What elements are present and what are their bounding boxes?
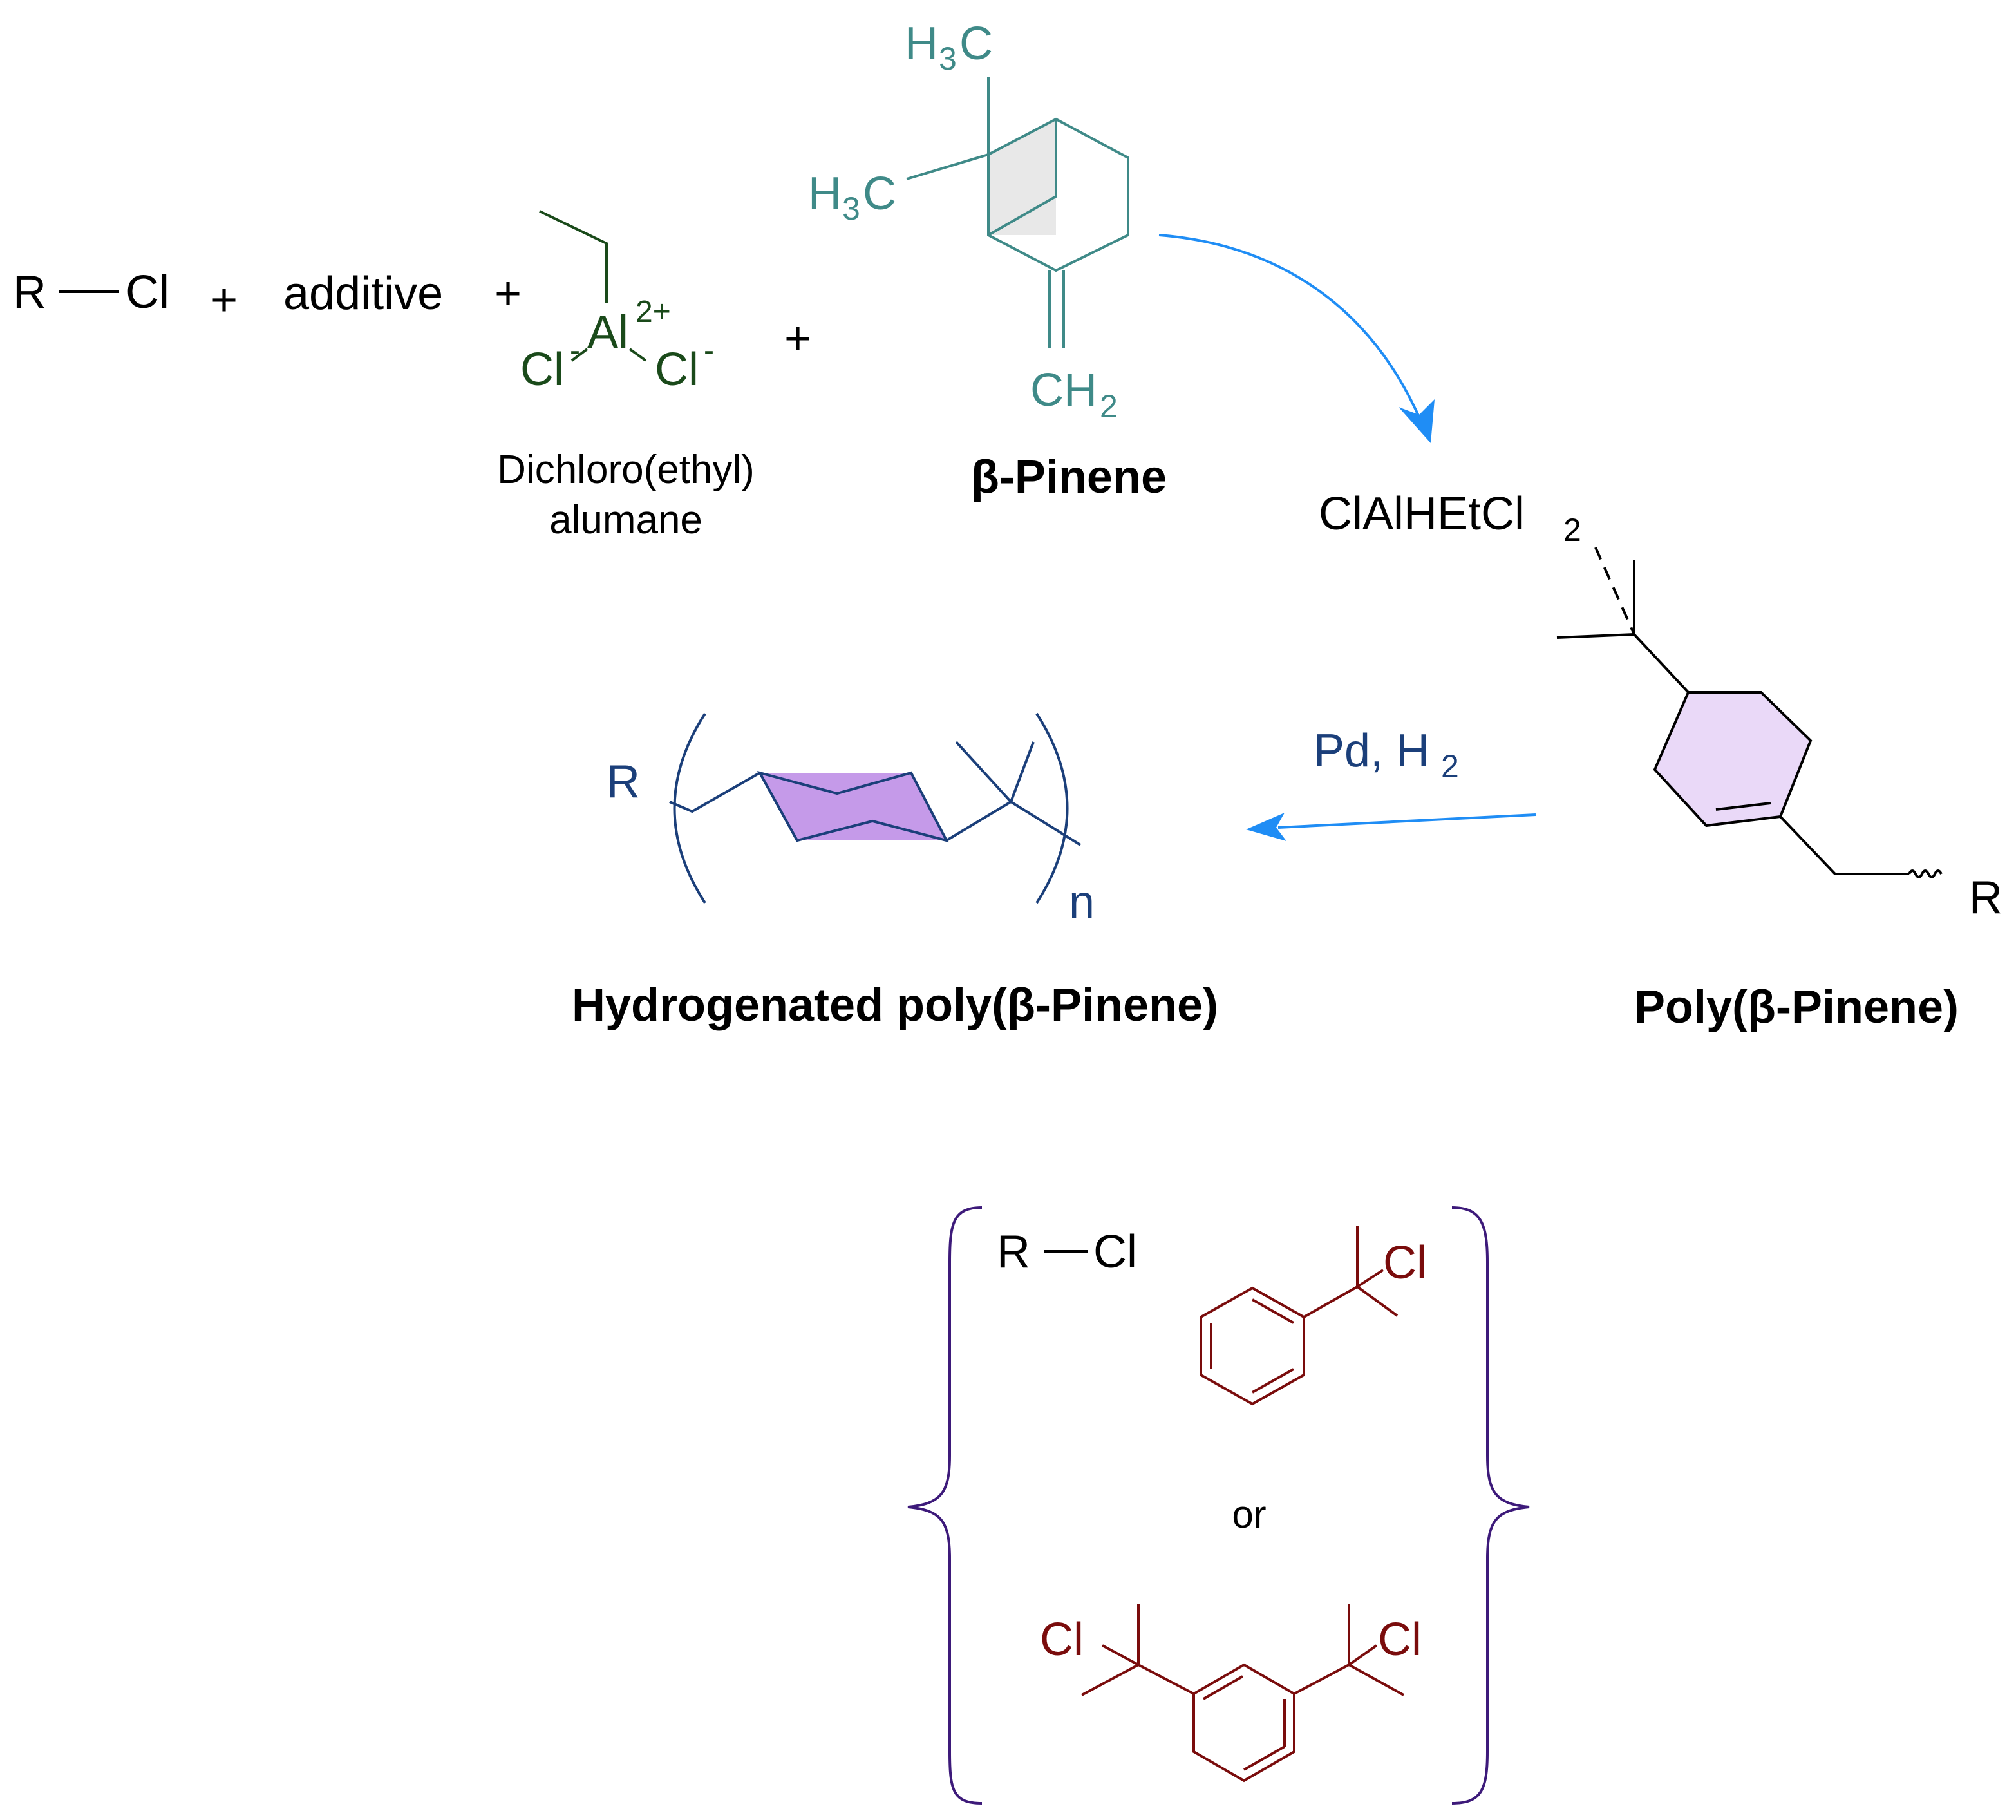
plus-sign-1: + — [211, 274, 238, 326]
chain-bond — [1779, 815, 1909, 875]
benzene-ring-2 — [1192, 1663, 1295, 1783]
chloride-left-charge: - — [570, 334, 580, 368]
pinene-bridge — [988, 119, 1057, 236]
chair-to-quaternary — [945, 801, 1012, 842]
alumane-name-line2: alumane — [549, 498, 702, 542]
benzene-ring — [1200, 1286, 1305, 1406]
hydrogenation-reagent-sub: 2 — [1441, 748, 1459, 784]
polymerization-arrow — [1158, 234, 1435, 443]
repeat-unit-n: n — [1069, 877, 1095, 928]
hydrogenation-reagent: Pd, H 2 — [1314, 725, 1459, 784]
methyl-top-h: H — [905, 18, 938, 70]
rcl-cl-label: Cl — [126, 267, 169, 318]
brace-right — [1451, 1206, 1530, 1805]
additive-label: additive — [283, 268, 443, 319]
aromatic-bond-1 — [1252, 1298, 1294, 1324]
ring-to-quaternary — [1303, 1285, 1358, 1318]
al-cl-bond-left — [570, 348, 589, 362]
methyl-left-c: C — [863, 168, 896, 220]
q-methyl-1 — [955, 741, 1012, 803]
beta-pinene-name: β-Pinene — [971, 451, 1167, 503]
initiator-rcl-cl: Cl — [1093, 1226, 1137, 1278]
c-cl-bond — [1356, 1269, 1384, 1288]
methyl-top-sub: 3 — [939, 41, 957, 77]
dicumyl-cl-right: Cl — [1378, 1614, 1422, 1665]
hydrogenation-arrowhead — [1246, 813, 1286, 841]
left-ring-to-quaternary — [1138, 1664, 1194, 1695]
dashed-bond — [1594, 547, 1635, 635]
methyl-left-sub: 3 — [842, 191, 860, 227]
plus-sign-3: + — [784, 313, 811, 365]
poly-ring-fill — [1655, 692, 1811, 826]
repeat-bracket-right — [1035, 712, 1069, 904]
aluminium-charge: 2+ — [636, 295, 671, 329]
wavy-bond — [1908, 869, 1943, 878]
aromatic-bond-b — [1243, 1745, 1285, 1771]
gem-methyl-left — [1556, 633, 1635, 639]
aromatic-bond-2 — [1252, 1368, 1294, 1394]
chloride-right-charge: - — [704, 334, 714, 368]
q-methyl-2 — [1010, 741, 1035, 802]
ethyl-bond — [539, 210, 608, 303]
brace-left — [907, 1206, 983, 1805]
hpoly-end-group: R — [607, 756, 640, 808]
repeat-bracket-left — [673, 712, 706, 904]
rcl-r-label: R — [13, 267, 46, 318]
alumane-name-line1: Dichloro(ethyl) — [497, 448, 755, 492]
hydrogenation-arrow — [1246, 813, 1536, 841]
reactant-rcl: R Cl — [13, 267, 169, 318]
aromatic-bond-a — [1203, 1675, 1243, 1700]
hydrogenated-polymer-name: Hydrogenated poly(β-Pinene) — [572, 980, 1218, 1031]
chain-continuation — [1010, 801, 1082, 846]
ring-double-bond — [1715, 802, 1771, 811]
hydrogenated-polymer-structure: R n — [607, 712, 1095, 928]
aluminium-atom-label: Al — [587, 307, 628, 358]
methyl-down — [1356, 1285, 1399, 1317]
chair-face-fill — [760, 773, 947, 840]
methyl-bond-left — [906, 153, 989, 180]
intermediate-label: ClAlHEtCl — [1319, 488, 1525, 540]
intermediate-sub: 2 — [1563, 512, 1581, 548]
plus-sign-2: + — [495, 268, 522, 319]
left-c-cl-bond — [1102, 1644, 1139, 1666]
hydrogenation-reagent-label: Pd, H — [1314, 725, 1429, 777]
al-cl-bond-right — [628, 348, 647, 362]
chloride-left-label: Cl — [520, 344, 564, 395]
methyl-left-h: H — [808, 168, 842, 220]
methyl-top-c: C — [959, 18, 993, 70]
cumyl-chloride-structure: Cl — [1200, 1226, 1427, 1406]
intermediate-formula: ClAlHEtCl 2 — [1319, 488, 1581, 548]
poly-end-group: R — [1969, 872, 2002, 924]
left-methyl-down — [1081, 1664, 1139, 1696]
methylene-ch: CH — [1030, 365, 1097, 416]
dicumyl-chloride-structure: Cl Cl — [1040, 1604, 1422, 1783]
poly-beta-pinene-name: Poly(β-Pinene) — [1634, 981, 1959, 1033]
beta-pinene-structure: H 3 C H 3 C CH 2 — [808, 18, 1129, 424]
right-methyl-down — [1348, 1664, 1404, 1696]
dicumyl-cl-left: Cl — [1040, 1614, 1084, 1665]
dichloroethylalumane-structure: Al 2+ Cl - Cl - — [520, 210, 714, 395]
cumyl-cl-label: Cl — [1383, 1237, 1427, 1289]
ring-attach-bond — [1633, 633, 1690, 694]
chloride-right-label: Cl — [655, 344, 699, 395]
or-label: or — [1232, 1493, 1266, 1536]
right-ring-to-quaternary — [1294, 1664, 1350, 1695]
r-chain-bond — [669, 772, 760, 813]
methylene-sub: 2 — [1100, 388, 1118, 424]
poly-beta-pinene-structure: R — [1556, 547, 2002, 924]
polymerization-arrowhead — [1399, 399, 1435, 443]
initiator-options: R Cl Cl or — [907, 1206, 1530, 1805]
right-c-cl-bond — [1348, 1644, 1378, 1666]
initiator-rcl-r: R — [997, 1226, 1030, 1278]
